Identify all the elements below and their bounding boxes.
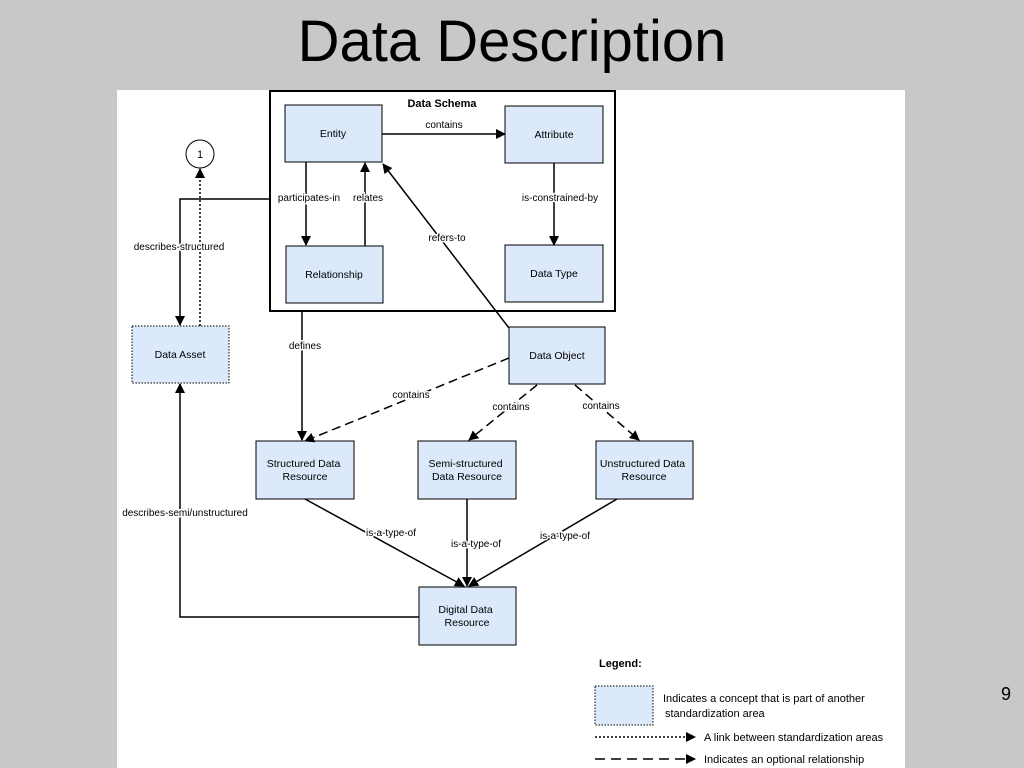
node-data-object-label: Data Object	[529, 350, 585, 362]
label-is-constrained-by: is-constrained-by	[522, 193, 598, 204]
ref-marker-label: 1	[197, 149, 203, 161]
label-participates-in: participates-in	[278, 193, 340, 204]
legend-optional-text: Indicates an optional relationship	[704, 754, 864, 766]
node-data-object: Data Object	[508, 326, 606, 385]
label-contains-structured: contains	[392, 390, 429, 401]
legend-concept-line1: Indicates a concept that is part of anot…	[663, 693, 865, 705]
node-digital-data-resource: Digital Data Resource	[418, 586, 517, 646]
legend: Legend: Indicates a concept that is part…	[594, 658, 884, 766]
label-defines: defines	[289, 341, 321, 352]
edge-describes-structured	[175, 198, 270, 326]
node-relationship-label: Relationship	[305, 269, 363, 281]
node-structured-label-line2: Resource	[283, 471, 328, 483]
node-unstructured-label-line2: Resource	[622, 471, 667, 483]
edge-contains-semi	[468, 384, 538, 441]
edge-refers-to	[382, 163, 510, 329]
legend-concept-swatch	[594, 685, 654, 726]
node-structured-data-resource: Structured Data Resource	[255, 440, 355, 500]
page-number: 9	[1001, 684, 1012, 704]
svg-text:Semi-structured Data Res: Semi-structured Data Resource	[428, 458, 505, 483]
node-entity: Entity	[284, 104, 383, 163]
edge-contains-structured	[304, 357, 510, 443]
svg-text:Digital Data Resource: Digital Data Resource	[438, 604, 495, 629]
svg-text:Unstructured Data Resour: Unstructured Data Resource	[600, 458, 688, 483]
legend-concept-line2: standardization area	[665, 708, 766, 720]
edge-contains-unstructured	[574, 384, 640, 441]
edge-describes-semi-unstructured	[175, 383, 419, 618]
node-entity-label: Entity	[320, 128, 347, 140]
node-relationship: Relationship	[285, 245, 384, 304]
svg-text:Structured Data Resource: Structured Data Resource	[267, 458, 343, 483]
node-attribute: Attribute	[504, 105, 604, 164]
label-describes-semi-unstructured: describes-semi/unstructured	[122, 508, 248, 519]
schema-container	[269, 90, 616, 312]
diagram-canvas: Data Schema Entity Attribute Relationshi…	[117, 90, 905, 768]
label-type-of-structured: is-a-type-of	[366, 528, 416, 539]
node-semi-label-line1: Semi-structured	[428, 458, 502, 470]
label-describes-structured: describes-structured	[134, 242, 225, 253]
schema-title: Data Schema	[407, 98, 477, 110]
label-type-of-semi: is-a-type-of	[451, 539, 501, 550]
diagram-svg: Data Schema Entity Attribute Relationshi…	[121, 90, 884, 766]
node-semi-label-line2: Data Resource	[432, 471, 502, 483]
node-digital-label-line2: Resource	[445, 617, 490, 629]
node-data-type-label: Data Type	[530, 268, 578, 280]
edge-type-of-unstructured	[468, 498, 618, 587]
svg-text:Data Asset: Data Asset	[155, 349, 206, 361]
label-refers-to: refers-to	[428, 233, 466, 244]
node-data-asset: Data Asset	[131, 325, 230, 384]
legend-title: Legend:	[599, 658, 642, 670]
legend-link-text: A link between standardization areas	[704, 732, 884, 744]
node-data-type: Data Type	[504, 244, 604, 303]
label-type-of-unstructured: is-a-type-of	[540, 531, 590, 542]
label-contains-unstructured: contains	[582, 401, 619, 412]
edge-type-of-structured	[304, 498, 465, 587]
label-contains-attribute: contains	[425, 120, 462, 131]
ref-marker-1: 1	[185, 139, 215, 169]
slide-title: Data Description	[297, 9, 727, 74]
node-semi-structured-data-resource: Semi-structured Data Resource	[417, 440, 517, 500]
node-structured-label-line1: Structured Data	[267, 458, 341, 470]
svg-text:Relationship: Relationship	[305, 269, 363, 281]
svg-text:Data Type: Data Type	[530, 268, 578, 280]
svg-text:Entity: Entity	[320, 128, 347, 140]
node-digital-label-line1: Digital Data	[438, 604, 492, 616]
node-unstructured-label-line1: Unstructured Data	[600, 458, 685, 470]
svg-text:Indicates a concept that is pa: Indicates a concept that is part of anot…	[663, 693, 868, 720]
node-attribute-label: Attribute	[534, 129, 573, 141]
label-relates: relates	[353, 193, 383, 204]
node-data-asset-label: Data Asset	[155, 349, 206, 361]
svg-text:Attribute: Attribute	[534, 129, 573, 141]
svg-text:Data Object: Data Object	[529, 350, 585, 362]
node-unstructured-data-resource: Unstructured Data Resource	[595, 440, 694, 500]
label-contains-semi: contains	[492, 402, 529, 413]
